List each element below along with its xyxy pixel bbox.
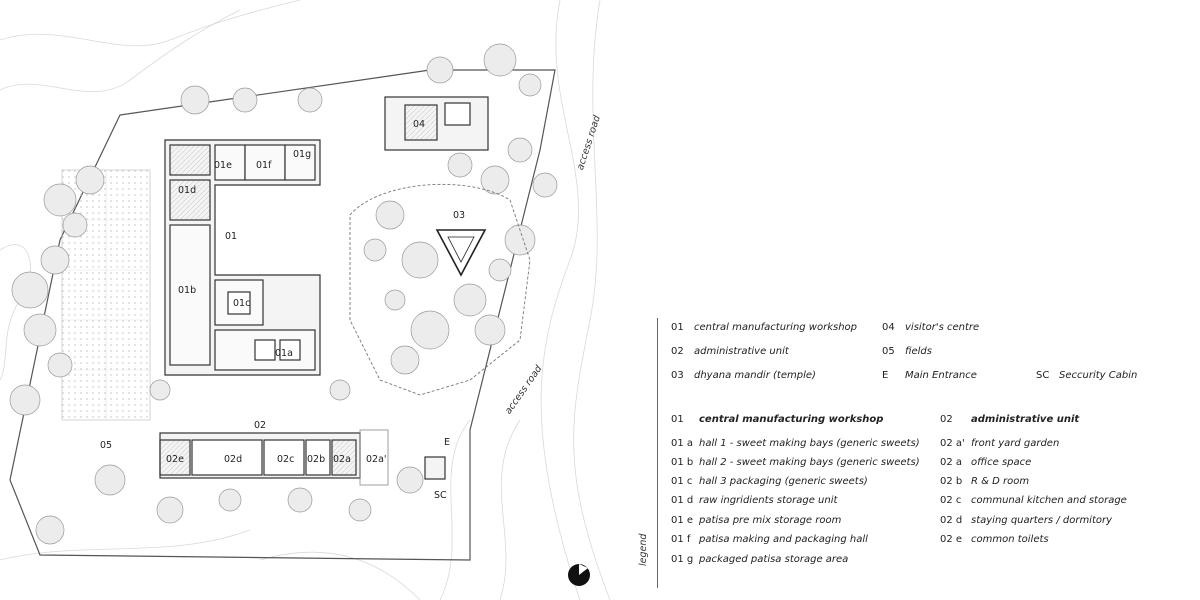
label-04: 04	[413, 119, 426, 130]
label-01b: 01b	[178, 285, 197, 296]
label-security-cabin: SC	[434, 490, 447, 501]
label-02b: 02b	[307, 454, 326, 465]
building-04-visitor-centre	[384, 96, 489, 151]
label-01f: 01f	[256, 160, 272, 171]
legend-title: legend	[638, 533, 649, 566]
label-05: 05	[100, 440, 113, 451]
building-03-temple	[435, 229, 487, 277]
label-03: 03	[453, 210, 466, 221]
vegetation	[9, 43, 558, 545]
label-01a: 01a	[275, 348, 293, 359]
security-cabin	[424, 456, 446, 480]
label-01: 01	[225, 231, 238, 242]
label-02e: 02e	[166, 454, 184, 465]
legend-divider	[657, 318, 658, 588]
temple-grove	[349, 183, 531, 396]
label-02c: 02c	[277, 454, 295, 465]
label-01d: 01d	[178, 185, 197, 196]
label-02: 02	[254, 420, 267, 431]
site-plan-drawing	[0, 0, 610, 600]
label-01g: 01g	[293, 149, 312, 160]
label-02a: 02a	[333, 454, 351, 465]
building-01	[164, 139, 321, 376]
north-arrow-icon	[568, 564, 590, 586]
label-02d: 02d	[224, 454, 243, 465]
legend-panel: legend 01 central manufacturing workshop…	[638, 0, 1200, 600]
contour-lines	[0, 0, 610, 600]
building-02	[159, 429, 389, 486]
label-entrance: E	[444, 437, 451, 448]
label-01e: 01e	[214, 160, 232, 171]
label-02a-prime: 02a'	[366, 454, 387, 465]
label-01c: 01c	[233, 298, 251, 309]
